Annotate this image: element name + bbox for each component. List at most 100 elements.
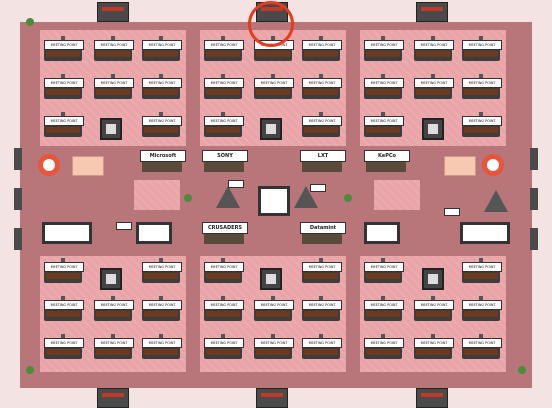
meeting-point[interactable]: MEETING POINT: [460, 112, 502, 142]
meeting-point[interactable]: MEETING POINT: [460, 334, 502, 364]
booth-sony[interactable]: SONY: [202, 150, 248, 176]
door-right-3[interactable]: [530, 228, 538, 250]
meeting-point[interactable]: MEETING POINT: [140, 112, 182, 142]
meeting-point[interactable]: MEETING POINT: [202, 296, 244, 326]
meeting-point[interactable]: MEETING POINT: [42, 112, 84, 142]
meeting-point[interactable]: MEETING POINT: [300, 74, 342, 104]
plant-icon: [26, 18, 34, 26]
door-bottom-left[interactable]: [97, 388, 129, 408]
meeting-point[interactable]: MEETING POINT: [362, 112, 404, 142]
door-left-1[interactable]: [14, 148, 22, 170]
meeting-point-label: MEETING POINT: [94, 300, 134, 310]
door-bottom-center[interactable]: [256, 388, 288, 408]
meeting-point[interactable]: MEETING POINT: [412, 36, 454, 66]
screen-right-2[interactable]: [364, 222, 400, 244]
meeting-point-label: MEETING POINT: [44, 116, 84, 126]
meeting-point-label: MEETING POINT: [414, 78, 454, 88]
meeting-point[interactable]: MEETING POINT: [300, 258, 342, 288]
meeting-point[interactable]: MEETING POINT: [42, 36, 84, 66]
meeting-point-label: MEETING POINT: [204, 300, 244, 310]
meeting-point-label: MEETING POINT: [254, 78, 294, 88]
meeting-point[interactable]: MEETING POINT: [362, 296, 404, 326]
meeting-point[interactable]: MEETING POINT: [92, 334, 134, 364]
booth-logo: SONY: [202, 150, 248, 162]
door-bottom-right[interactable]: [416, 388, 448, 408]
door-right-2[interactable]: [530, 188, 538, 210]
meeting-point[interactable]: MEETING POINT: [460, 74, 502, 104]
meeting-point-label: MEETING POINT: [204, 78, 244, 88]
screen-left[interactable]: [42, 222, 92, 244]
center-stage-screen[interactable]: [258, 186, 290, 216]
kiosk[interactable]: [260, 118, 282, 140]
screen-right[interactable]: [460, 222, 510, 244]
meeting-point[interactable]: MEETING POINT: [140, 74, 182, 104]
meeting-point[interactable]: MEETING POINT: [140, 36, 182, 66]
round-table[interactable]: [482, 154, 504, 176]
meeting-point[interactable]: MEETING POINT: [362, 258, 404, 288]
meeting-point[interactable]: MEETING POINT: [252, 74, 294, 104]
meeting-point[interactable]: MEETING POINT: [202, 36, 244, 66]
meeting-point[interactable]: MEETING POINT: [412, 74, 454, 104]
booth-lxt[interactable]: LXT: [300, 150, 346, 176]
meeting-point[interactable]: MEETING POINT: [460, 258, 502, 288]
meeting-point[interactable]: MEETING POINT: [202, 112, 244, 142]
screen-left-2[interactable]: [136, 222, 172, 244]
booth-logo: KePCo: [364, 150, 410, 162]
meeting-point[interactable]: MEETING POINT: [362, 36, 404, 66]
meeting-point[interactable]: MEETING POINT: [460, 36, 502, 66]
meeting-point[interactable]: MEETING POINT: [300, 112, 342, 142]
meeting-point[interactable]: MEETING POINT: [202, 258, 244, 288]
tent-icon: [484, 190, 508, 212]
door-left-2[interactable]: [14, 188, 22, 210]
meeting-point[interactable]: MEETING POINT: [460, 296, 502, 326]
booth-logo: LXT: [300, 150, 346, 162]
kiosk[interactable]: [100, 118, 122, 140]
meeting-point[interactable]: MEETING POINT: [252, 334, 294, 364]
meeting-point[interactable]: MEETING POINT: [92, 296, 134, 326]
round-table[interactable]: [38, 154, 60, 176]
meeting-point-label: MEETING POINT: [414, 40, 454, 50]
meeting-point[interactable]: MEETING POINT: [42, 296, 84, 326]
meeting-point-label: MEETING POINT: [302, 338, 342, 348]
meeting-point[interactable]: MEETING POINT: [412, 334, 454, 364]
meeting-point[interactable]: MEETING POINT: [42, 334, 84, 364]
meeting-point-label: MEETING POINT: [44, 262, 84, 272]
board: [72, 156, 104, 176]
wall-left: [0, 0, 20, 408]
kiosk[interactable]: [422, 118, 444, 140]
meeting-point[interactable]: MEETING POINT: [140, 296, 182, 326]
meeting-point-label: MEETING POINT: [462, 78, 502, 88]
booth-microsoft[interactable]: Microsoft: [140, 150, 186, 176]
meeting-point[interactable]: MEETING POINT: [300, 334, 342, 364]
meeting-point[interactable]: MEETING POINT: [252, 296, 294, 326]
meeting-point[interactable]: MEETING POINT: [92, 36, 134, 66]
meeting-point[interactable]: MEETING POINT: [202, 74, 244, 104]
door-top-left[interactable]: [97, 2, 129, 22]
kiosk[interactable]: [422, 268, 444, 290]
meeting-point-label: MEETING POINT: [414, 300, 454, 310]
door-left-3[interactable]: [14, 228, 22, 250]
booth-kepco[interactable]: KePCo: [364, 150, 410, 176]
booth-datamint[interactable]: Datamint: [300, 222, 346, 248]
meeting-point[interactable]: MEETING POINT: [300, 36, 342, 66]
booth-crusaders[interactable]: CRUSADERS: [202, 222, 248, 248]
meeting-point-label: MEETING POINT: [302, 78, 342, 88]
meeting-point[interactable]: MEETING POINT: [140, 258, 182, 288]
booth-logo: Datamint: [300, 222, 346, 234]
meeting-point[interactable]: MEETING POINT: [92, 74, 134, 104]
meeting-point[interactable]: MEETING POINT: [300, 296, 342, 326]
meeting-point-label: MEETING POINT: [302, 300, 342, 310]
meeting-point[interactable]: MEETING POINT: [140, 334, 182, 364]
kiosk[interactable]: [260, 268, 282, 290]
door-right-1[interactable]: [530, 148, 538, 170]
kiosk[interactable]: [100, 268, 122, 290]
meeting-point[interactable]: MEETING POINT: [412, 296, 454, 326]
door-top-right[interactable]: [416, 2, 448, 22]
booth-logo: CRUSADERS: [202, 222, 248, 234]
meeting-point-label: MEETING POINT: [142, 40, 182, 50]
meeting-point[interactable]: MEETING POINT: [202, 334, 244, 364]
meeting-point[interactable]: MEETING POINT: [42, 258, 84, 288]
meeting-point[interactable]: MEETING POINT: [362, 334, 404, 364]
meeting-point[interactable]: MEETING POINT: [362, 74, 404, 104]
meeting-point[interactable]: MEETING POINT: [42, 74, 84, 104]
